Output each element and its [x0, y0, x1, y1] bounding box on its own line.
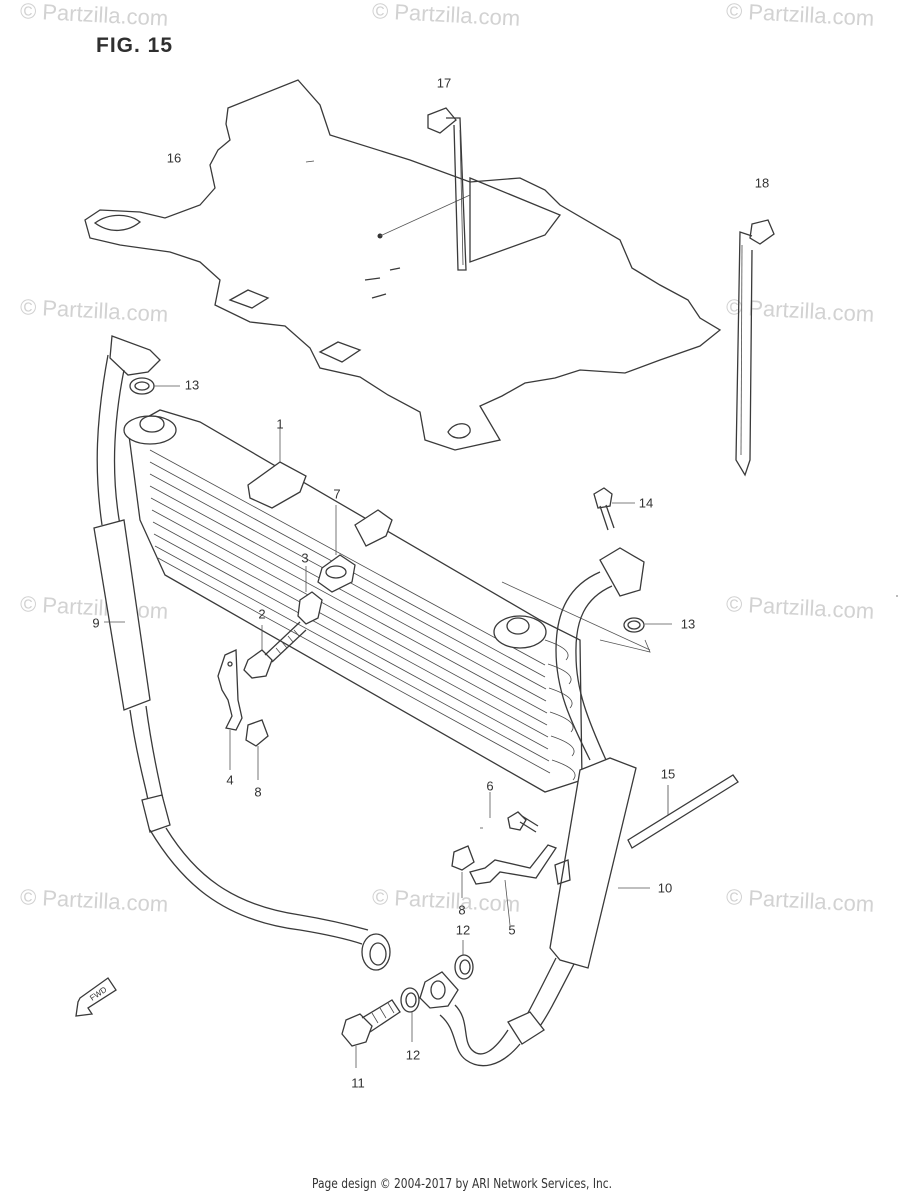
part-3-collar: [297, 566, 323, 625]
callout-8-upper: 8: [254, 784, 262, 800]
fwd-arrow-icon: FWD: [75, 977, 117, 1017]
callout-16: 16: [166, 150, 182, 166]
callout-4: 4: [226, 772, 234, 788]
part-2-bolt: [243, 621, 307, 679]
callout-7: 7: [333, 486, 341, 502]
callout-9: 9: [92, 615, 100, 631]
part-13-washer-lower: [623, 617, 672, 633]
callout-12-lower: 12: [405, 1047, 421, 1063]
part-6-screw: [489, 792, 539, 833]
part-9-oil-hose-left: [93, 335, 391, 971]
part-12-gasket-upper: [454, 940, 474, 980]
callout-11: 11: [351, 1075, 365, 1091]
part-17-tie-strap: [427, 107, 467, 271]
part-13-washer-upper: [129, 377, 180, 395]
callout-13-lower: 13: [680, 616, 696, 632]
part-7-grommet: [317, 505, 356, 593]
part-11-union-bolt: [341, 999, 401, 1068]
part-4-bracket: [217, 649, 243, 770]
part-10-oil-hose-right: [419, 547, 650, 1067]
callout-12-upper: 12: [455, 922, 471, 938]
callout-8-lower: 8: [458, 902, 466, 918]
callout-10: 10: [657, 880, 673, 896]
callout-1: 1: [276, 416, 284, 432]
part-18-tie-strap: [735, 219, 775, 477]
callout-6: 6: [486, 778, 494, 794]
callout-18: 18: [754, 175, 770, 191]
part-5-bracket: [469, 844, 571, 926]
part-12-gasket-lower: [400, 987, 420, 1042]
callout-13-upper: 13: [184, 377, 200, 393]
part-14-bolt: [593, 487, 635, 531]
callout-2: 2: [258, 606, 266, 622]
figure-title: FIG. 15: [96, 34, 174, 57]
part-16-cover-plate: [84, 79, 722, 451]
part-15-rod: [627, 774, 739, 849]
callout-17: 17: [436, 75, 452, 91]
part-1-oil-cooler: [123, 409, 651, 793]
callout-3: 3: [301, 550, 309, 566]
callout-14: 14: [638, 495, 654, 511]
page-footer: Page design © 2004-2017 by ARI Network S…: [312, 1177, 612, 1192]
part-8-clip-lower: [451, 845, 475, 898]
callout-5: 5: [508, 922, 516, 938]
callout-15: 15: [660, 766, 676, 782]
part-8-clip-upper: [245, 719, 269, 780]
